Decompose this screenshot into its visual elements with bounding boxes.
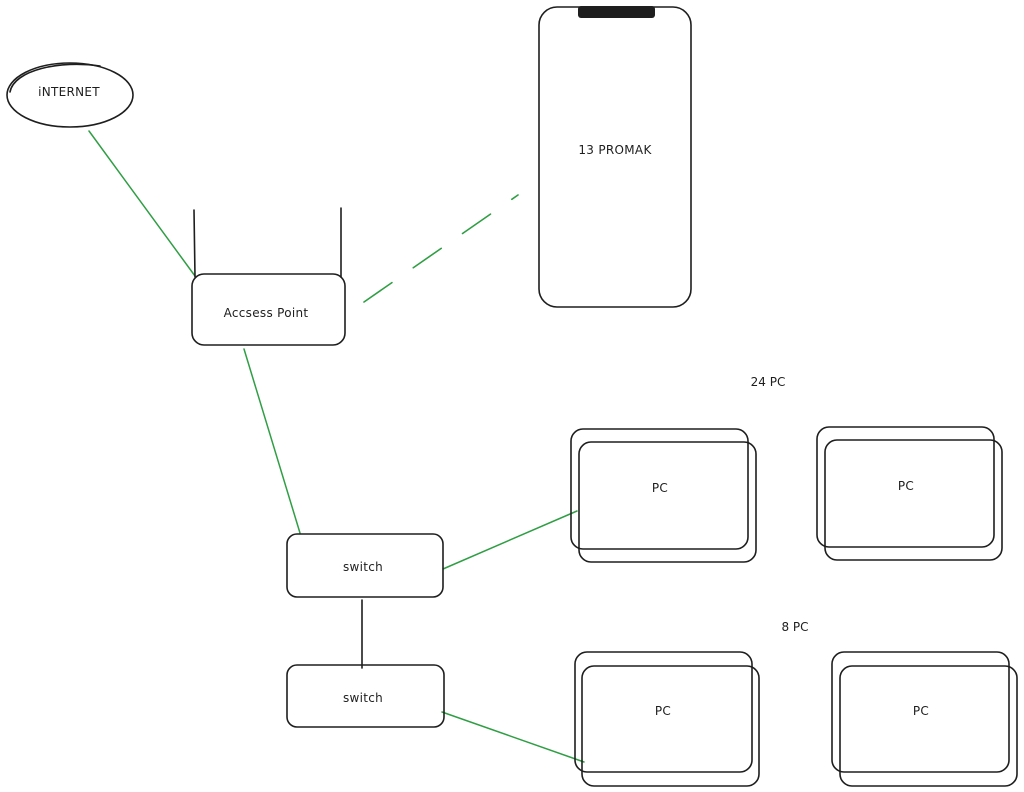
link-access-point-to-phone-wireless xyxy=(363,194,519,303)
switch-top-box xyxy=(286,533,444,598)
switch-bottom-label: switch xyxy=(343,691,383,705)
pc-stack-front xyxy=(839,665,1018,787)
switch-bottom-node: switch xyxy=(286,664,445,728)
switch-top-node: switch xyxy=(286,533,444,598)
pc-stack-back xyxy=(831,651,1010,773)
phone-body xyxy=(538,6,692,308)
pc-stack-front xyxy=(578,441,757,563)
pc-stack-front xyxy=(824,439,1003,561)
pc-label: PC xyxy=(913,704,929,718)
antenna-left-icon xyxy=(193,209,196,278)
group-1-count-label: 24 PC xyxy=(751,375,786,389)
access-point-box xyxy=(191,273,346,346)
pc-stack-back xyxy=(570,428,749,550)
link-switch-to-pc-group-1 xyxy=(442,510,578,570)
access-point-node: Accsess Point xyxy=(191,207,346,346)
link-switch-to-pc-group-2 xyxy=(441,711,585,763)
pc-group-2-a: PC xyxy=(574,651,760,787)
pc-label: PC xyxy=(652,481,668,495)
pc-label: PC xyxy=(655,704,671,718)
access-point-label: Accsess Point xyxy=(224,306,309,320)
internet-label: iNTERNET xyxy=(38,85,100,99)
group-2-count-label: 8 PC xyxy=(781,620,808,634)
internet-node: iNTERNET xyxy=(6,62,134,128)
pc-stack-front xyxy=(581,665,760,787)
internet-ellipse xyxy=(6,62,134,128)
pc-group-1-b: PC xyxy=(816,426,1003,561)
pc-stack-back xyxy=(816,426,995,548)
link-internet-to-access-point xyxy=(88,130,196,277)
phone-notch xyxy=(578,6,655,18)
pc-group-2-b: PC xyxy=(831,651,1018,787)
switch-bottom-box xyxy=(286,664,445,728)
phone-label: 13 PROMAK xyxy=(578,143,652,157)
internet-ellipse-sketch xyxy=(9,63,101,93)
pc-label: PC xyxy=(898,479,914,493)
pc-stack-back xyxy=(574,651,753,773)
link-access-point-to-switch xyxy=(243,348,301,534)
pc-group-1-a: PC xyxy=(570,428,757,563)
phone-node: 13 PROMAK xyxy=(538,6,692,308)
switch-top-label: switch xyxy=(343,560,383,574)
